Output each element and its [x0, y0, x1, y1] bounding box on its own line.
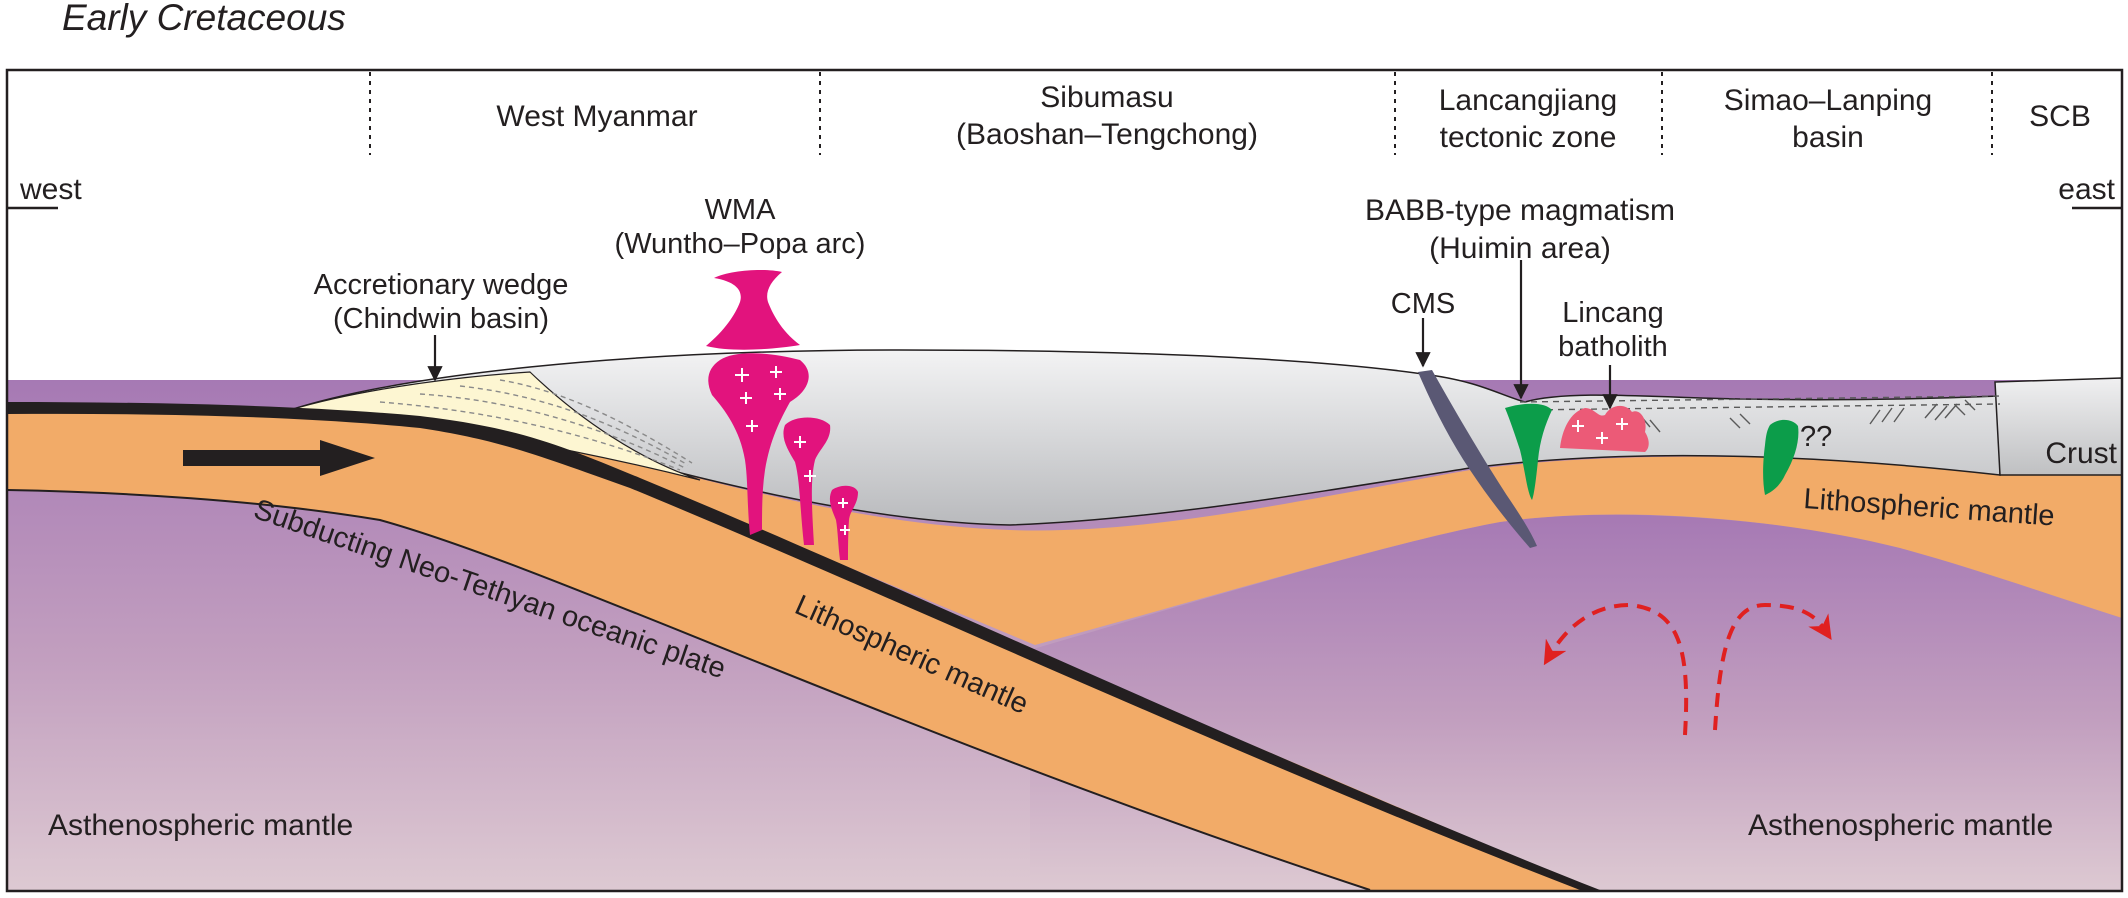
wma-magmatic-arc [706, 270, 858, 560]
label-accretionary: Accretionary wedge [314, 269, 569, 301]
label-lincang-sub: batholith [1558, 331, 1668, 363]
zone-lancangjiang-sub: tectonic zone [1440, 121, 1617, 154]
label-crust: Crust [2045, 437, 2117, 470]
scb-crust [1994, 377, 2122, 476]
zone-lancangjiang: Lancangjiang [1439, 84, 1618, 117]
label-wma-sub: (Wuntho–Popa arc) [615, 228, 866, 260]
direction-east: east [2058, 173, 2115, 206]
babb-intrusion-2 [1763, 419, 1799, 495]
lithosphere-subducting-plate [7, 404, 1590, 890]
zone-west-myanmar: West Myanmar [496, 100, 697, 133]
label-babb: BABB-type magmatism [1365, 194, 1675, 227]
label-asthenospheric-right: Asthenospheric mantle [1748, 809, 2053, 842]
label-cms: CMS [1391, 288, 1455, 320]
zone-sibumasu-sub: (Baoshan–Tengchong) [956, 118, 1258, 151]
label-accretionary-sub: (Chindwin basin) [333, 303, 549, 335]
lithosphere-upper-plate [520, 430, 2122, 645]
zone-sibumasu: Sibumasu [1040, 81, 1173, 114]
babb-intrusion-1 [1505, 403, 1552, 500]
label-wma: WMA [705, 194, 777, 226]
upwelling-arrow-right [1713, 602, 1832, 731]
plate-motion-arrow [183, 440, 375, 476]
label-asthenospheric-left: Asthenospheric mantle [48, 809, 353, 842]
direction-west: west [19, 173, 82, 206]
zone-scb: SCB [2029, 100, 2091, 133]
cms-body [1418, 370, 1537, 548]
label-lincang: Lincang [1562, 297, 1664, 329]
diagram-frame [5, 68, 2124, 893]
zone-simao: Simao–Lanping [1724, 84, 1933, 117]
diagram-title: Early Cretaceous [62, 0, 346, 38]
label-question: ?? [1800, 421, 1832, 453]
lincang-batholith [1560, 405, 1649, 452]
label-babb-sub: (Huimin area) [1429, 232, 1611, 265]
zone-simao-sub: basin [1792, 121, 1864, 154]
upwelling-arrow-left [1543, 602, 1689, 736]
